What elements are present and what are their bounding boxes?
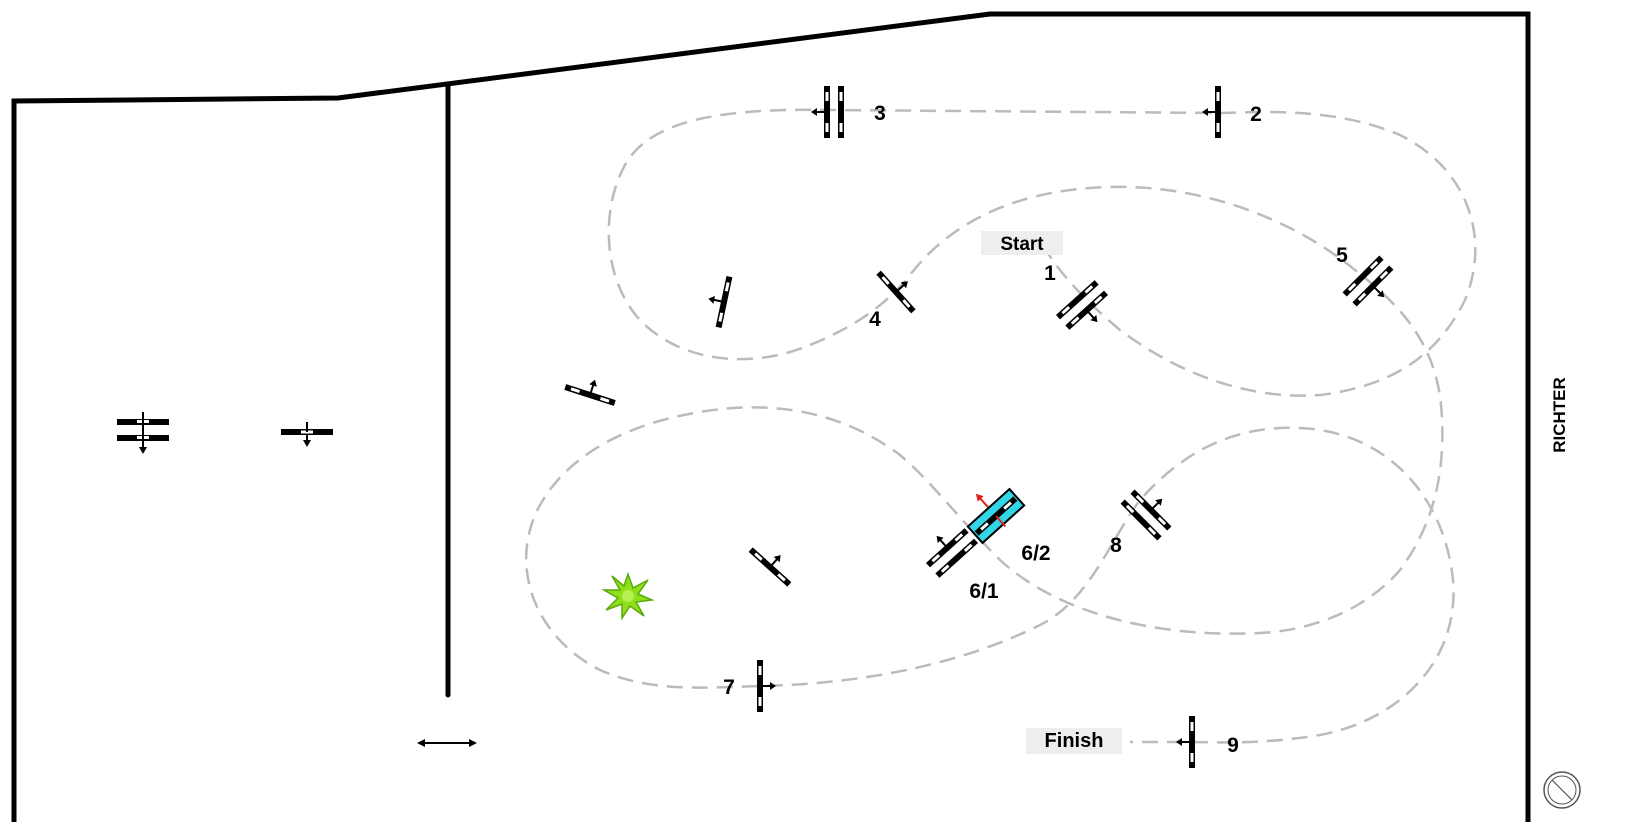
obstacle-6-2-water xyxy=(966,487,1026,545)
double-arrow-icon xyxy=(417,739,477,747)
start-label: Start xyxy=(1000,234,1044,255)
arena-outline xyxy=(11,11,1531,822)
obstacle-2 xyxy=(1201,86,1221,138)
number-6-2: 6/2 xyxy=(1021,542,1050,565)
obstacle-5 xyxy=(1342,255,1394,307)
number-3: 3 xyxy=(874,102,886,125)
obstacle-practice-2 xyxy=(564,377,616,406)
bush-icon xyxy=(601,571,655,621)
number-9: 9 xyxy=(1227,734,1239,757)
obstacle-7 xyxy=(757,660,777,712)
number-1: 1 xyxy=(1044,262,1056,285)
start-label-box xyxy=(981,231,1063,255)
number-6-1: 6/1 xyxy=(969,580,999,603)
number-5: 5 xyxy=(1336,244,1348,267)
number-2: 2 xyxy=(1250,103,1262,126)
obstacle-4 xyxy=(876,270,916,314)
obstacle-practice-3 xyxy=(748,547,792,587)
obstacle-left-oxer xyxy=(117,412,169,454)
number-4: 4 xyxy=(869,308,881,331)
obstacle-1 xyxy=(1055,280,1109,330)
judge-label: RICHTER xyxy=(1550,377,1569,453)
compass-icon xyxy=(1543,771,1581,809)
obstacle-3 xyxy=(810,86,844,138)
number-7: 7 xyxy=(723,676,735,699)
finish-label-box xyxy=(1026,728,1122,754)
obstacle-practice-1 xyxy=(706,275,733,329)
finish-label: Finish xyxy=(1045,730,1104,752)
route xyxy=(525,108,1477,744)
obstacle-left-vertical xyxy=(281,422,333,447)
number-8: 8 xyxy=(1110,534,1122,557)
obstacle-9 xyxy=(1175,716,1195,768)
